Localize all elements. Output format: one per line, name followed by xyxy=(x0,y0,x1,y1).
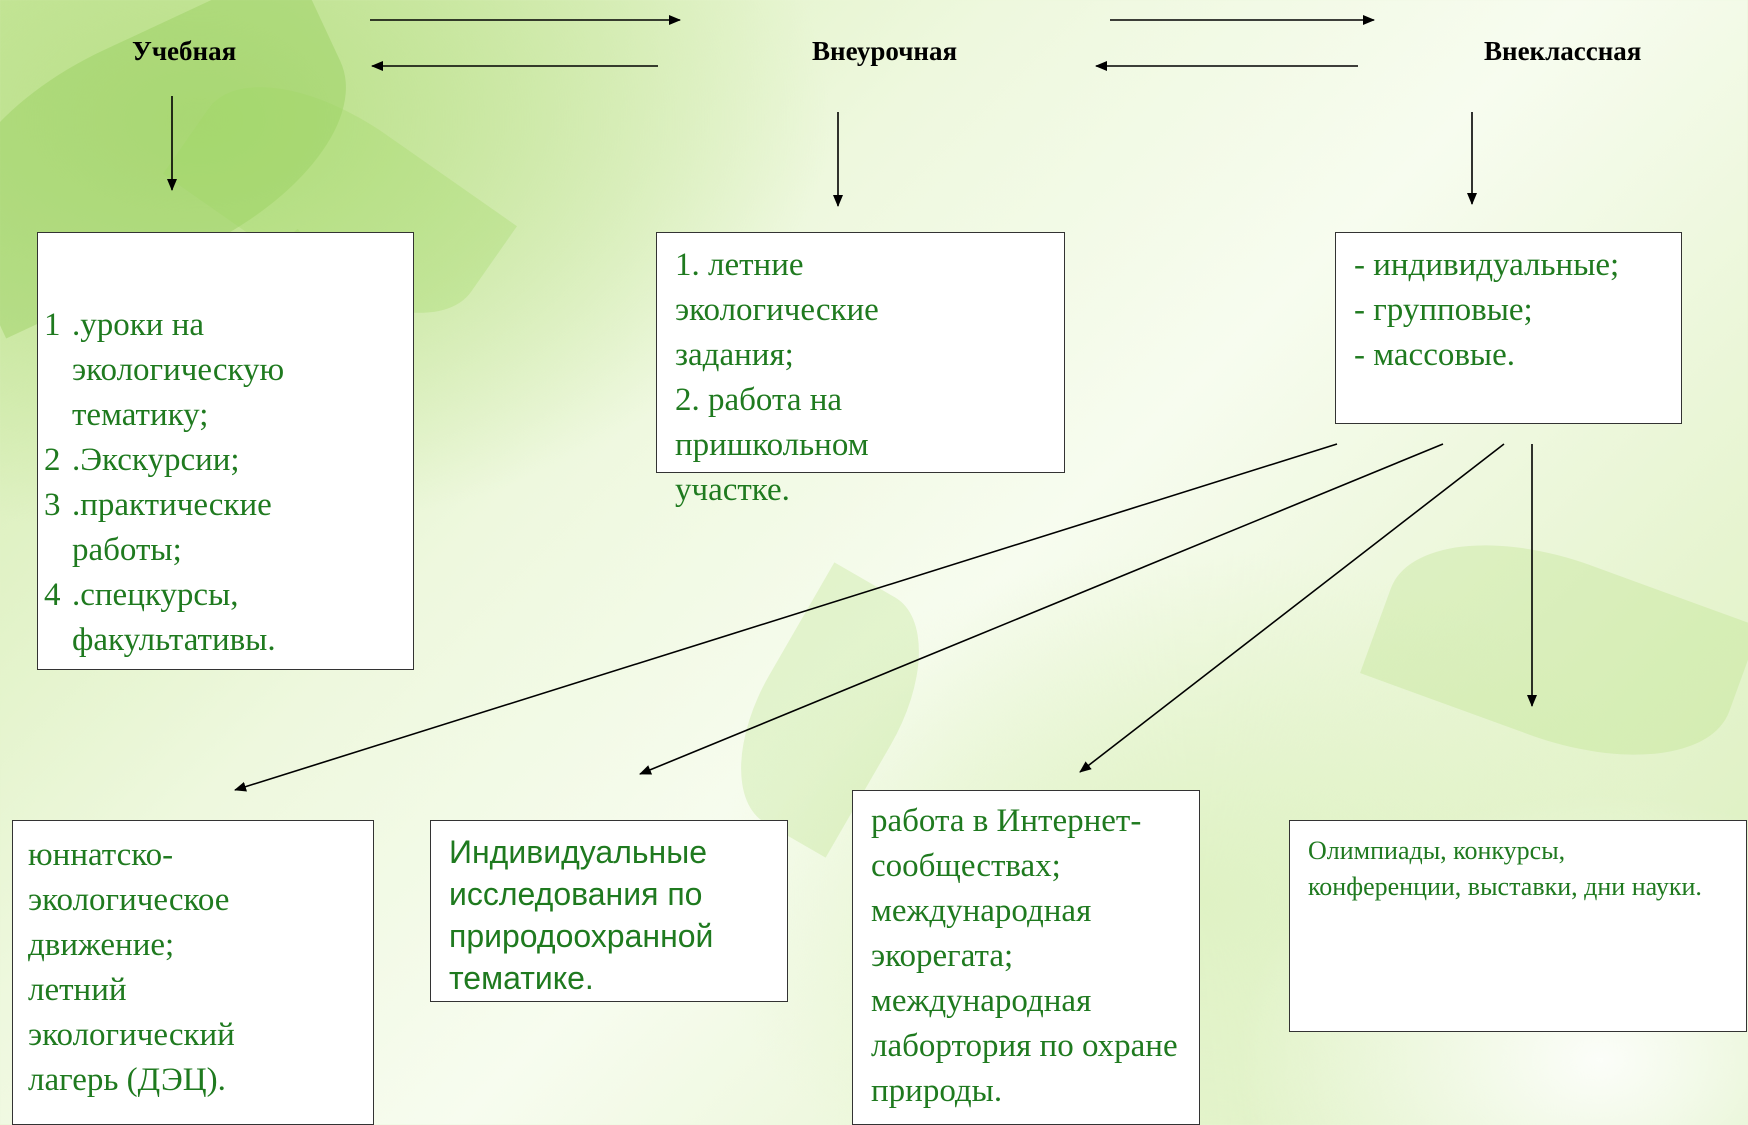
vneurochnaya-text: 1. летние экологические задания; 2. рабо… xyxy=(675,247,879,508)
vneklassnaya-item: - массовые. xyxy=(1354,337,1515,373)
olympiads-text: Олимпиады, конкурсы, конференции, выстав… xyxy=(1308,836,1702,901)
list-item: 1.уроки на экологическую тематику; xyxy=(44,307,285,433)
box-vneklassnaya: - индивидуальные; - групповые; - массовы… xyxy=(1335,232,1682,424)
list-item: 4.спецкурсы, факультативы. xyxy=(44,577,276,658)
box-uchebnaya: 1.уроки на экологическую тематику; 2.Экс… xyxy=(37,232,414,670)
arrow-to-research xyxy=(639,443,1444,775)
list-item: 2.Экскурсии; xyxy=(44,442,240,478)
box-unnat: юннатско-экологическое движение; летний … xyxy=(12,820,374,1125)
box-vneurochnaya: 1. летние экологические задания; 2. рабо… xyxy=(656,232,1065,508)
uchebnaya-list: 1.уроки на экологическую тематику; 2.Экс… xyxy=(44,303,376,663)
research-text: Индивидуальные исследования по природоох… xyxy=(449,834,714,996)
unnat-text: юннатско-экологическое движение; летний … xyxy=(28,837,235,1098)
vneklassnaya-item: - групповые; xyxy=(1354,292,1533,328)
box-research: Индивидуальные исследования по природоох… xyxy=(430,820,788,1002)
internet-text: работа в Интернет-сообществах; междунаро… xyxy=(871,803,1178,1109)
header-vneurochnaya: Внеурочная xyxy=(812,36,958,66)
box-olympiads: Олимпиады, конкурсы, конференции, выстав… xyxy=(1289,820,1747,1032)
header-uchebnaya: Учебная xyxy=(132,36,237,66)
header-vneklassnaya: Внеклассная xyxy=(1484,36,1642,66)
vneklassnaya-item: - индивидуальные; xyxy=(1354,247,1620,283)
box-internet: работа в Интернет-сообществах; междунаро… xyxy=(852,790,1200,1125)
list-item: 3.практические работы; xyxy=(44,487,272,568)
arrow-to-internet xyxy=(1079,443,1505,773)
arrow-to-unnat xyxy=(234,443,1338,792)
